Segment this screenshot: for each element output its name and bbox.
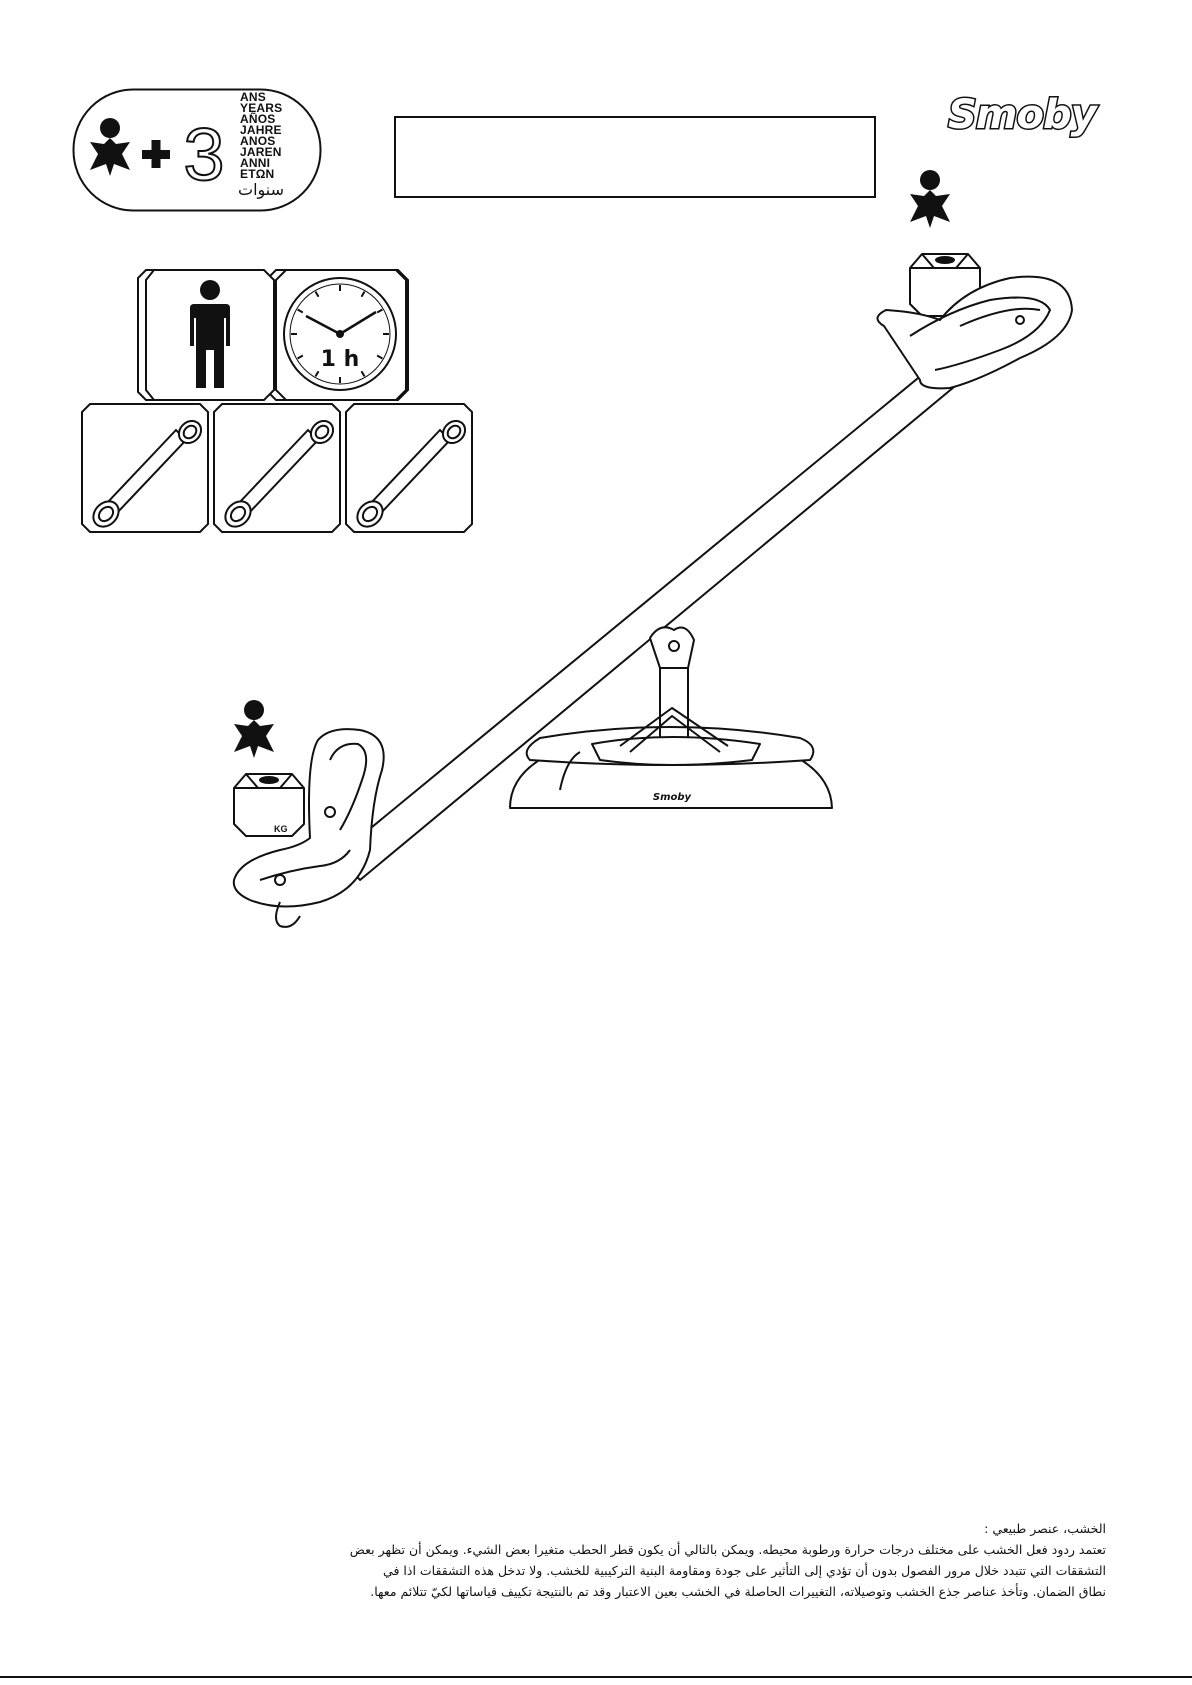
age-language-list: ANS YEARS AÑOS JAHRE ANOS JAREN ANNI ETΩ… xyxy=(240,90,320,181)
age-badge-frame: 3 xyxy=(72,88,322,212)
clock-tile-box: 1 h xyxy=(275,269,407,401)
age-lang-item: AÑOS xyxy=(240,112,276,126)
bottom-rule xyxy=(0,1676,1192,1678)
assembly-time-label: 1 h xyxy=(321,347,360,372)
brand-name: Smoby xyxy=(947,91,1099,140)
notice-line: نطاق الضمان. وتأخذ عناصر جذع الخشب وتوصي… xyxy=(370,1584,1106,1599)
age-lang-item: JAHRE xyxy=(240,123,282,137)
seesaw-illustration: KG xyxy=(232,170,1073,928)
brand-logo: Smoby xyxy=(947,91,1099,140)
child-figure-icon xyxy=(90,118,130,176)
age-badge: 3 ANS YEARS AÑOS JAHRE ANOS JAREN ANNI E… xyxy=(72,88,322,212)
title-box xyxy=(394,116,876,198)
base-logo: Smoby xyxy=(653,792,692,803)
adult-tile-box xyxy=(145,269,275,401)
weight-icon: KG xyxy=(233,773,305,837)
box-wrench-icon xyxy=(81,403,209,533)
age-lang-item: ANOS xyxy=(240,134,276,148)
kg-label: KG xyxy=(274,824,288,834)
child-figure-icon xyxy=(910,170,950,228)
age-lang-item: ANS xyxy=(240,90,266,104)
age-arabic-label: سنوات xyxy=(238,180,285,199)
wood-notice: الخشب، عنصر طبيعي : تعتمد ردود فعل الخشب… xyxy=(280,1518,1106,1602)
age-lang-item: ETΩN xyxy=(240,167,275,181)
age-number: 3 xyxy=(183,113,224,196)
clock-icon xyxy=(283,277,397,391)
age-lang-item: JAREN xyxy=(240,145,282,159)
adult-figure-icon xyxy=(190,280,230,388)
notice-line: التشققات التي تتبدد خلال مرور الفصول بدو… xyxy=(383,1563,1106,1578)
pivot-base xyxy=(509,626,833,809)
right-seat xyxy=(876,275,1073,390)
plus-icon xyxy=(142,140,170,168)
age-lang-item: YEARS xyxy=(240,101,283,115)
age-lang-item: ANNI xyxy=(240,156,271,170)
left-seat xyxy=(232,728,385,928)
notice-heading: الخشب، عنصر طبيعي : xyxy=(984,1521,1106,1536)
notice-line: تعتمد ردود فعل الخشب على مختلف درجات حرا… xyxy=(349,1542,1106,1557)
child-figure-icon xyxy=(234,700,274,758)
